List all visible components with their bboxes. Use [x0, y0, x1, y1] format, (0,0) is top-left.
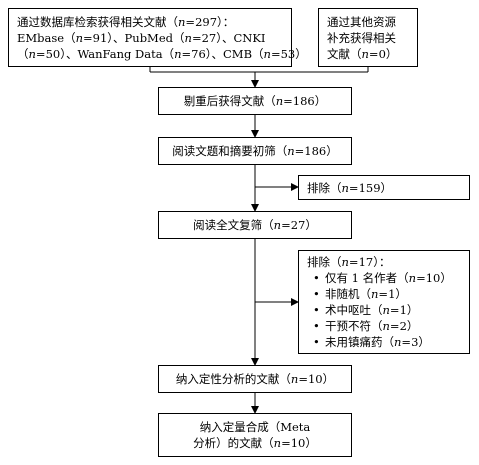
other-sources-line-1: 通过其他资源 [327, 15, 396, 29]
screen-box: 阅读文题和摘要初筛（n=186） [158, 137, 352, 165]
exclude1-text: 排除（n=159） [307, 181, 393, 195]
db-search-line-1: 通过数据库检索获得相关文献（n=297）： [17, 15, 235, 29]
qualitative-box: 纳入定性分析的文献（n=10） [158, 365, 352, 393]
exclude2-reason: 未用镇痛药（n=3） [311, 334, 452, 350]
other-sources-line-2: 补充获得相关 [327, 31, 396, 45]
exclude2-reason: 干预不符（n=2） [311, 318, 452, 334]
fulltext-text: 阅读全文复筛（n=27） [193, 218, 317, 232]
db-search-box: 通过数据库检索获得相关文献（n=297）： EMbase（n=91）、PubMe… [8, 8, 307, 67]
other-sources-box: 通过其他资源 补充获得相关 文献（n=0） [318, 8, 418, 67]
dedup-box: 剔重后获得文献（n=186） [158, 87, 352, 115]
exclude2-reason: 非随机（n=1） [311, 286, 452, 302]
exclude2-title: 排除（n=17）： [307, 255, 391, 269]
db-search-line-3: （n=50）、WanFang Data（n=76）、CMB（n=53） [17, 47, 307, 61]
quantitative-line-2: 分析）的文献（n=10） [193, 436, 317, 450]
fulltext-box: 阅读全文复筛（n=27） [158, 211, 352, 239]
quantitative-box: 纳入定量合成（Meta 分析）的文献（n=10） [158, 413, 352, 457]
exclude2-box: 排除（n=17）： 仅有 1 名作者（n=10） 非随机（n=1） 术中呕吐（n… [298, 250, 470, 354]
exclude2-reason: 术中呕吐（n=1） [311, 302, 452, 318]
db-search-line-2: EMbase（n=91）、PubMed（n=27）、CNKI [17, 31, 266, 45]
exclude2-reason: 仅有 1 名作者（n=10） [311, 270, 452, 286]
exclude1-box: 排除（n=159） [298, 175, 470, 200]
exclude2-reason-list: 仅有 1 名作者（n=10） 非随机（n=1） 术中呕吐（n=1） 干预不符（n… [311, 270, 452, 350]
screen-text: 阅读文题和摘要初筛（n=186） [172, 144, 338, 158]
dedup-text: 剔重后获得文献（n=186） [183, 94, 327, 108]
qualitative-text: 纳入定性分析的文献（n=10） [175, 372, 335, 386]
other-sources-line-3: 文献（n=0） [327, 47, 398, 61]
quantitative-line-1: 纳入定量合成（Meta [199, 420, 311, 434]
